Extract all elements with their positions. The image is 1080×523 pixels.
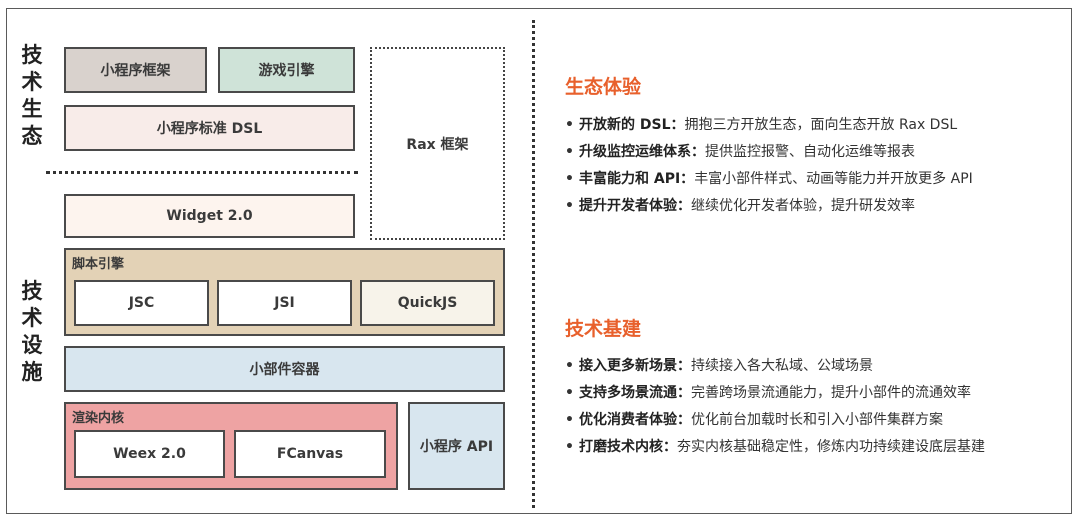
eco-experience-list: • 开放新的 DSL：拥抱三方开放生态，面向生态开放 Rax DSL • 升级监控运…: [565, 112, 973, 220]
item-key: 开放新的 DSL：: [579, 117, 685, 133]
item-key: 接入更多新场景：: [579, 358, 691, 374]
label-char: 态: [21, 124, 43, 148]
list-item: • 支持多场景流通：完善跨场景流通能力，提升小部件的流通效率: [565, 380, 985, 407]
box-label: Widget 2.0: [166, 208, 253, 224]
item-text: 拥抱三方开放生态，面向生态开放 Rax DSL: [684, 117, 958, 133]
item-key: 优化消费者体验：: [579, 412, 691, 428]
list-item: • 升级监控运维体系：提供监控报警、自动化运维等报表: [565, 139, 973, 166]
list-item: • 开放新的 DSL：拥抱三方开放生态，面向生态开放 Rax DSL: [565, 112, 973, 139]
label-char: 生: [21, 97, 43, 121]
box-label: FCanvas: [276, 446, 344, 462]
box-label: Weex 2.0: [113, 446, 186, 462]
box-rax-framework: Rax 框架: [370, 47, 505, 240]
diagram-frame: [6, 8, 1072, 514]
list-item: • 优化消费者体验：优化前台加载时长和引入小部件集群方案: [565, 407, 985, 434]
box-fcanvas: FCanvas: [234, 430, 386, 478]
container-label: 脚本引擎: [72, 257, 125, 272]
item-text: 丰富小部件样式、动画等能力并开放更多 API: [694, 171, 973, 187]
list-item: • 丰富能力和 API：丰富小部件样式、动画等能力并开放更多 API: [565, 166, 973, 193]
item-key: 打磨技术内核：: [579, 439, 677, 455]
label-char: 术: [21, 306, 43, 330]
ecosystem-divider: [46, 171, 358, 174]
box-label: JSI: [274, 295, 295, 311]
item-key: 丰富能力和 API：: [579, 171, 695, 187]
box-widget-container: 小部件容器: [64, 346, 505, 392]
item-key: 支持多场景流通：: [579, 385, 691, 401]
box-label: JSC: [128, 295, 155, 311]
list-item: • 接入更多新场景：持续接入各大私域、公域场景: [565, 353, 985, 380]
bullet-icon: •: [565, 144, 574, 160]
box-label: 小程序框架: [100, 63, 171, 79]
box-jsi: JSI: [217, 280, 352, 326]
container-label: 渲染内核: [72, 411, 125, 426]
box-label: QuickJS: [397, 295, 458, 311]
item-text: 提供监控报警、自动化运维等报表: [705, 144, 915, 160]
label-char: 施: [21, 360, 43, 384]
item-text: 夯实内核基础稳定性，修炼内功持续建设底层基建: [677, 439, 985, 455]
box-label: 小部件容器: [249, 362, 320, 378]
box-game-engine: 游戏引擎: [218, 47, 355, 93]
panel-divider: [532, 20, 535, 508]
item-text: 优化前台加载时长和引入小部件集群方案: [691, 412, 943, 428]
box-mini-program-dsl: 小程序标准 DSL: [64, 105, 355, 151]
box-weex: Weex 2.0: [74, 430, 225, 478]
box-mini-program-api: 小程序 API: [408, 402, 505, 490]
item-key: 提升开发者体验：: [579, 198, 691, 214]
bullet-icon: •: [565, 412, 574, 428]
bullet-icon: •: [565, 198, 574, 214]
label-tech-infrastructure: 技 术 设 施: [18, 278, 46, 386]
item-text: 持续接入各大私域、公域场景: [691, 358, 873, 374]
box-label: 小程序 API: [419, 439, 494, 455]
box-label: 游戏引擎: [258, 63, 315, 79]
box-label: Rax 框架: [406, 136, 469, 153]
bullet-icon: •: [565, 358, 574, 374]
label-char: 技: [21, 279, 43, 303]
list-item: • 打磨技术内核：夯实内核基础稳定性，修炼内功持续建设底层基建: [565, 434, 985, 461]
item-text: 完善跨场景流通能力，提升小部件的流通效率: [691, 385, 971, 401]
item-key: 升级监控运维体系：: [579, 144, 705, 160]
label-char: 技: [21, 43, 43, 67]
list-item: • 提升开发者体验：继续优化开发者体验，提升研发效率: [565, 193, 973, 220]
box-label: 小程序标准 DSL: [156, 121, 263, 137]
section-title-tech-infra: 技术基建: [565, 318, 642, 340]
label-char: 术: [21, 70, 43, 94]
bullet-icon: •: [565, 171, 574, 187]
bullet-icon: •: [565, 439, 574, 455]
label-tech-ecosystem: 技 术 生 态: [18, 42, 46, 150]
box-quickjs: QuickJS: [360, 280, 495, 326]
bullet-icon: •: [565, 117, 574, 133]
box-widget-2: Widget 2.0: [64, 194, 355, 238]
box-mini-program-framework: 小程序框架: [64, 47, 207, 93]
tech-infra-list: • 接入更多新场景：持续接入各大私域、公域场景 • 支持多场景流通：完善跨场景流通能…: [565, 353, 985, 461]
label-char: 设: [21, 333, 43, 357]
item-text: 继续优化开发者体验，提升研发效率: [691, 198, 915, 214]
bullet-icon: •: [565, 385, 574, 401]
box-jsc: JSC: [74, 280, 209, 326]
section-title-eco-experience: 生态体验: [565, 76, 642, 98]
